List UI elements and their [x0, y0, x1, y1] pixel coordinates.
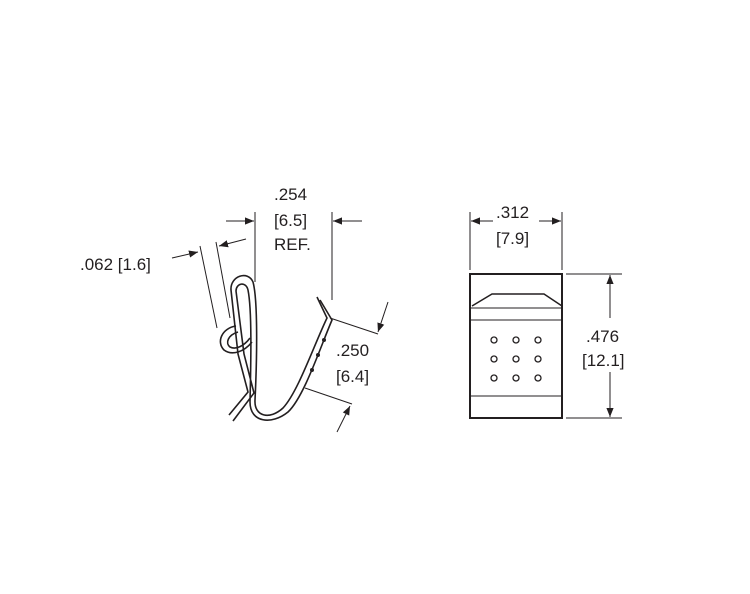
thickness-arrow — [218, 238, 247, 248]
thickness-arrow — [171, 250, 199, 259]
front-top-tab — [471, 293, 563, 307]
side-view: .062 [1.6] .254 [6.5] REF. .250 [6.4] — [80, 185, 389, 433]
thickness-extension-line — [199, 245, 218, 329]
hole — [490, 336, 498, 344]
depth-arrow — [336, 405, 351, 433]
depth-extension-line — [304, 387, 353, 405]
hole — [490, 374, 498, 382]
hole — [490, 355, 498, 363]
hole — [534, 336, 542, 344]
front-height-dim-inch: .476 — [586, 327, 619, 346]
hole — [512, 336, 520, 344]
clip-inner-wire — [232, 283, 333, 422]
hole-grid — [490, 336, 542, 382]
clip-tooth — [310, 368, 314, 372]
hole — [512, 355, 520, 363]
clip-loop — [219, 325, 253, 354]
front-width-dim-inch: .312 — [496, 203, 529, 222]
depth-dim-inch: .250 — [336, 341, 369, 360]
width-dim-inch: .254 — [274, 185, 307, 204]
front-view: .312 [7.9] .476 [12.1] — [469, 203, 625, 419]
clip-tooth — [322, 338, 326, 342]
hole — [534, 355, 542, 363]
front-body — [469, 273, 563, 419]
width-dim-ref: REF. — [274, 235, 311, 254]
depth-dim-mm: [6.4] — [336, 367, 369, 386]
front-width-dim-mm: [7.9] — [496, 229, 529, 248]
thickness-dim-label: .062 [1.6] — [80, 255, 151, 274]
depth-arrow — [377, 301, 389, 333]
clip-outer-wire — [228, 274, 328, 417]
clip-tooth — [316, 353, 320, 357]
hole — [512, 374, 520, 382]
front-height-dim-mm: [12.1] — [582, 351, 625, 370]
depth-extension-line — [329, 317, 379, 335]
hole — [534, 374, 542, 382]
thickness-extension-line — [215, 241, 231, 319]
width-dim-mm: [6.5] — [274, 211, 307, 230]
